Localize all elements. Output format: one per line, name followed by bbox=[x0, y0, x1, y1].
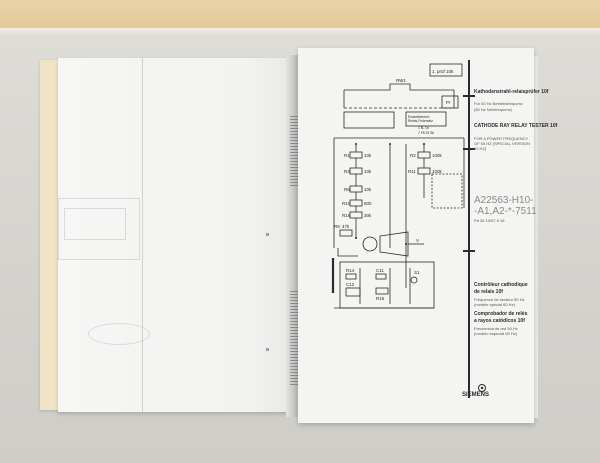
table-rim bbox=[0, 28, 600, 38]
siemens-logo-icon bbox=[478, 384, 486, 392]
svg-text:V: V bbox=[416, 238, 419, 243]
left-page-fold bbox=[142, 58, 143, 412]
rotated-text-block bbox=[290, 116, 298, 186]
svg-text:10k: 10k bbox=[364, 153, 372, 158]
top-rail bbox=[344, 83, 454, 91]
resistor-r16 bbox=[349, 211, 363, 219]
title-fr-2: de relais 10f bbox=[474, 289, 503, 295]
svg-text:R2: R2 bbox=[410, 153, 416, 158]
crop-mark bbox=[266, 233, 269, 236]
svg-text:100k: 100k bbox=[432, 169, 443, 174]
svg-text:Relais-Federsatz: Relais-Federsatz bbox=[408, 119, 433, 123]
subtitle-en-2: OF 50 HZ (SPECIAL VERSION bbox=[474, 141, 530, 146]
resistor-r9 bbox=[339, 229, 353, 237]
subtitle-en-3: 60 HZ) bbox=[474, 146, 487, 151]
svg-text:S1: S1 bbox=[414, 270, 420, 275]
left-page bbox=[58, 58, 298, 412]
title-es-1: Comprobador de relés bbox=[474, 311, 528, 317]
brand-siemens: SIEMENS bbox=[462, 392, 490, 398]
svg-text:1. prüf 10k: 1. prüf 10k bbox=[432, 69, 454, 74]
part-number-line-1: A22563-H10- bbox=[474, 195, 534, 206]
title-fr-1: Contrôleur cathodique bbox=[474, 282, 528, 288]
svg-text:R1: R1 bbox=[344, 153, 350, 158]
resistor-r10 bbox=[349, 199, 363, 207]
resistor-r2 bbox=[417, 151, 431, 159]
title-es-2: a rayos catódicos 10f bbox=[474, 318, 525, 324]
svg-text:Einstellbereich: Einstellbereich bbox=[408, 115, 430, 119]
subtitle-en-1: FOR A POWER FREQUENCY bbox=[474, 136, 529, 141]
svg-text:30k: 30k bbox=[364, 213, 372, 218]
crt-body bbox=[379, 231, 409, 257]
title-de: Kathodenstrahl-relaisprüfer 10f bbox=[474, 89, 549, 95]
divider-tick bbox=[463, 95, 475, 97]
svg-text:C11: C11 bbox=[376, 268, 384, 273]
switch-box bbox=[343, 111, 395, 129]
rotated-text-block bbox=[290, 290, 298, 385]
right-page bbox=[298, 48, 534, 423]
svg-text:Pr: Pr bbox=[446, 100, 451, 105]
svg-text:7 F8 33 Sb: 7 F8 33 Sb bbox=[418, 131, 434, 135]
part-number: A22563-H10- -A1,A2-*-7511 bbox=[474, 195, 537, 217]
resistor-r1 bbox=[349, 151, 363, 159]
resistor-r4 bbox=[349, 167, 363, 175]
circuit-schematic: 1. prüf 10k RW1 Pr Einstellbereich Relai… bbox=[331, 63, 465, 309]
divider-tick bbox=[463, 148, 475, 150]
svg-text:R4: R4 bbox=[344, 169, 350, 174]
show-through-print bbox=[64, 208, 126, 240]
resistor-r5 bbox=[349, 185, 363, 193]
dashed-group bbox=[431, 173, 463, 209]
svg-text:10k: 10k bbox=[364, 169, 372, 174]
svg-text:600: 600 bbox=[364, 201, 372, 206]
subtitle-es-2: (modelo especial 60 Hz) bbox=[474, 331, 518, 336]
svg-text:1 fiL 1b: 1 fiL 1b bbox=[418, 126, 429, 130]
svg-text:R5: R5 bbox=[344, 187, 350, 192]
crt-tube bbox=[362, 236, 378, 252]
part-small: Pa 35 10/97 9 16 bbox=[474, 218, 505, 223]
svg-text:R16: R16 bbox=[342, 213, 351, 218]
title-en: CATHODE RAY RELAY TESTER 10f bbox=[474, 123, 558, 129]
svg-text:RW1: RW1 bbox=[396, 78, 406, 83]
part-number-line-2: -A1,A2-*-7511 bbox=[474, 205, 537, 217]
crop-mark bbox=[266, 348, 269, 351]
subtitle-de-1: Für 50 Hz Betriebsfrequenz bbox=[474, 101, 523, 106]
svg-text:R14: R14 bbox=[346, 268, 355, 273]
show-through-print bbox=[58, 198, 140, 260]
svg-text:47k: 47k bbox=[342, 224, 350, 229]
input-box bbox=[429, 63, 463, 77]
svg-text:C12: C12 bbox=[346, 282, 355, 287]
svg-text:10k: 10k bbox=[364, 187, 372, 192]
subtitle-de-2: (50 Hz Netzfrequenz) bbox=[474, 107, 513, 112]
svg-text:100k: 100k bbox=[432, 153, 443, 158]
subtitle-fr-1: Fréquence de secteur 50 Hz bbox=[474, 297, 525, 302]
subtitle-es-1: Frecuencia de red 50 Hz bbox=[474, 326, 518, 331]
svg-text:R10: R10 bbox=[342, 201, 351, 206]
resistor-r11 bbox=[417, 167, 431, 175]
title-panel-divider bbox=[468, 60, 470, 398]
svg-text:R15: R15 bbox=[376, 296, 385, 301]
show-through-print bbox=[88, 323, 150, 345]
svg-text:R11: R11 bbox=[408, 169, 416, 174]
subtitle-fr-2: (modèle spécial 60 Hz) bbox=[474, 302, 515, 307]
svg-text:R9: R9 bbox=[334, 224, 340, 229]
divider-tick bbox=[463, 250, 475, 252]
